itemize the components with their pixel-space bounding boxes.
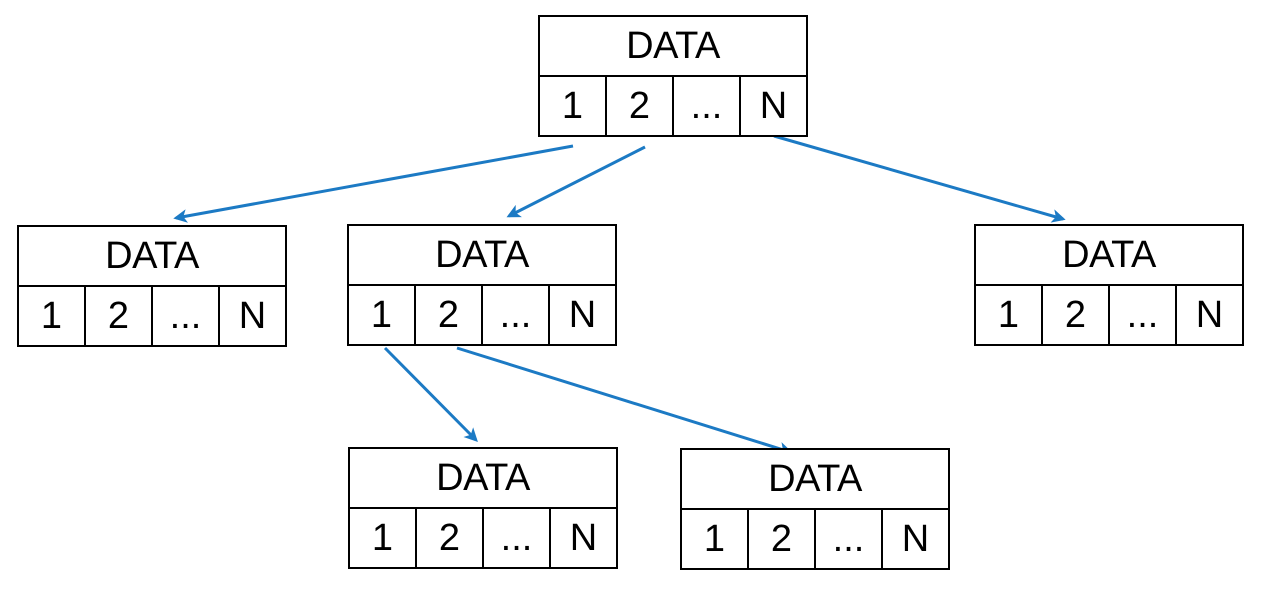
node-cell: 2 — [416, 286, 483, 344]
node-cell: N — [568, 294, 597, 336]
node-cell: 1 — [540, 77, 607, 135]
node-title: DATA — [682, 450, 948, 510]
node-title: DATA — [350, 449, 616, 509]
node-cell: N — [759, 85, 788, 127]
node-title: DATA — [349, 226, 615, 286]
node-title: DATA — [19, 227, 285, 287]
node-title: DATA — [540, 17, 806, 77]
node-cell: 1 — [19, 287, 86, 345]
node-title: DATA — [976, 226, 1242, 286]
node-cell: 2 — [749, 510, 816, 568]
node-cell: ... — [484, 509, 551, 567]
connector-arrow-root->child-middle — [506, 145, 646, 218]
node-cell: ... — [1110, 286, 1177, 344]
node-cell: ... — [483, 286, 550, 344]
node-cell: 2 — [1043, 286, 1110, 344]
node-cell: N — [901, 518, 930, 560]
connector-arrow-child-middle->grandchild-left — [383, 346, 478, 442]
node-cell: N — [238, 295, 267, 337]
node-cell: 2 — [417, 509, 484, 567]
node-cell: 1 — [976, 286, 1043, 344]
connector-arrow-root->child-right — [773, 134, 1066, 223]
node-cell: N — [569, 517, 598, 559]
node-cell: N — [1195, 294, 1224, 336]
node-cell: 1 — [349, 286, 416, 344]
node-cell: 2 — [86, 287, 153, 345]
node-cell: 2 — [607, 77, 674, 135]
node-cell: ... — [816, 510, 883, 568]
node-cell: ... — [153, 287, 220, 345]
connector-arrow-root->child-left — [173, 144, 574, 223]
node-cell: ... — [674, 77, 741, 135]
node-cell: 1 — [350, 509, 417, 567]
connector-arrow-child-middle->grandchild-right — [456, 346, 793, 456]
node-cell: 1 — [682, 510, 749, 568]
